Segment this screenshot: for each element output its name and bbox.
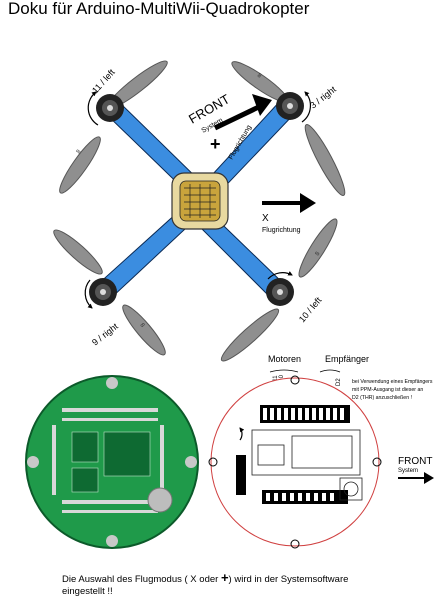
ppm-note-line-3: D2 (THR) anzuschließen ! (352, 395, 412, 401)
propeller-front-left (59, 60, 168, 194)
x-mode-arrow (262, 193, 316, 213)
pcb-wiring-board (208, 375, 382, 549)
rotation-arrow-rear-right (267, 271, 293, 280)
ppm-note-line-1: bei Verwendung eines Empfängers (352, 379, 433, 385)
flight-mode-note-end: ) wird in der Systemsoftware eingestellt… (62, 574, 349, 597)
propellers (53, 60, 346, 362)
x-flugrichtung-label: Flugrichtung (262, 227, 301, 234)
empfaenger-label: Empfänger (325, 354, 369, 364)
center-flight-controller (171, 172, 229, 230)
motor-label-rear-left: 9 / right (90, 321, 120, 348)
receiver-pin-d2: D2 (336, 378, 342, 386)
rotation-arrow-rear-left (84, 279, 93, 309)
blade-mark-front-left: 8 (76, 148, 83, 155)
flight-mode-plus-symbol: + (220, 570, 229, 585)
plus-mode-symbol: + (210, 134, 221, 154)
plus-mode-front-arrow (213, 94, 272, 131)
rotation-arrow-front-right (301, 91, 311, 123)
blade-mark-rear-left: 8 (138, 322, 145, 329)
motor-rear-right (266, 278, 294, 306)
motoren-bracket (269, 369, 299, 373)
motor-label-front-right: 3 / right (308, 84, 338, 111)
flight-mode-note: Die Auswahl des Flugmodus ( X oder +) wi… (62, 570, 362, 598)
x-mode-symbol: X (262, 213, 269, 224)
propeller-rear-left (53, 229, 166, 356)
ppm-note-line-2: mit PPM-Ausgang ist dieser an (352, 387, 423, 393)
flight-mode-note-start: Die Auswahl des Flugmodus ( X oder (62, 574, 221, 585)
motor-label-rear-right: 10 / left (297, 295, 324, 324)
motors (89, 92, 304, 306)
motor-front-right (276, 92, 304, 120)
blade-mark-front-right: 8 (256, 73, 263, 80)
propeller-rear-right (220, 218, 338, 362)
motoren-label: Motoren (268, 354, 301, 364)
empfaenger-bracket (319, 369, 341, 373)
motor-label-front-left: 11 / left (90, 67, 117, 96)
board-front-label: FRONT (398, 456, 432, 467)
board-front-arrow (398, 472, 434, 484)
propeller-front-right (231, 61, 346, 196)
pcb-green-board (25, 375, 199, 549)
page-title: Doku für Arduino-MultiWii-Quadrokopter (8, 0, 310, 18)
blade-mark-rear-right: 8 (315, 250, 322, 257)
rotation-arrows (84, 91, 311, 309)
motor-front-left (96, 94, 124, 122)
rotation-arrow-front-left (87, 91, 99, 126)
motor-rear-left (89, 278, 117, 306)
board-system-label: System (398, 468, 418, 474)
